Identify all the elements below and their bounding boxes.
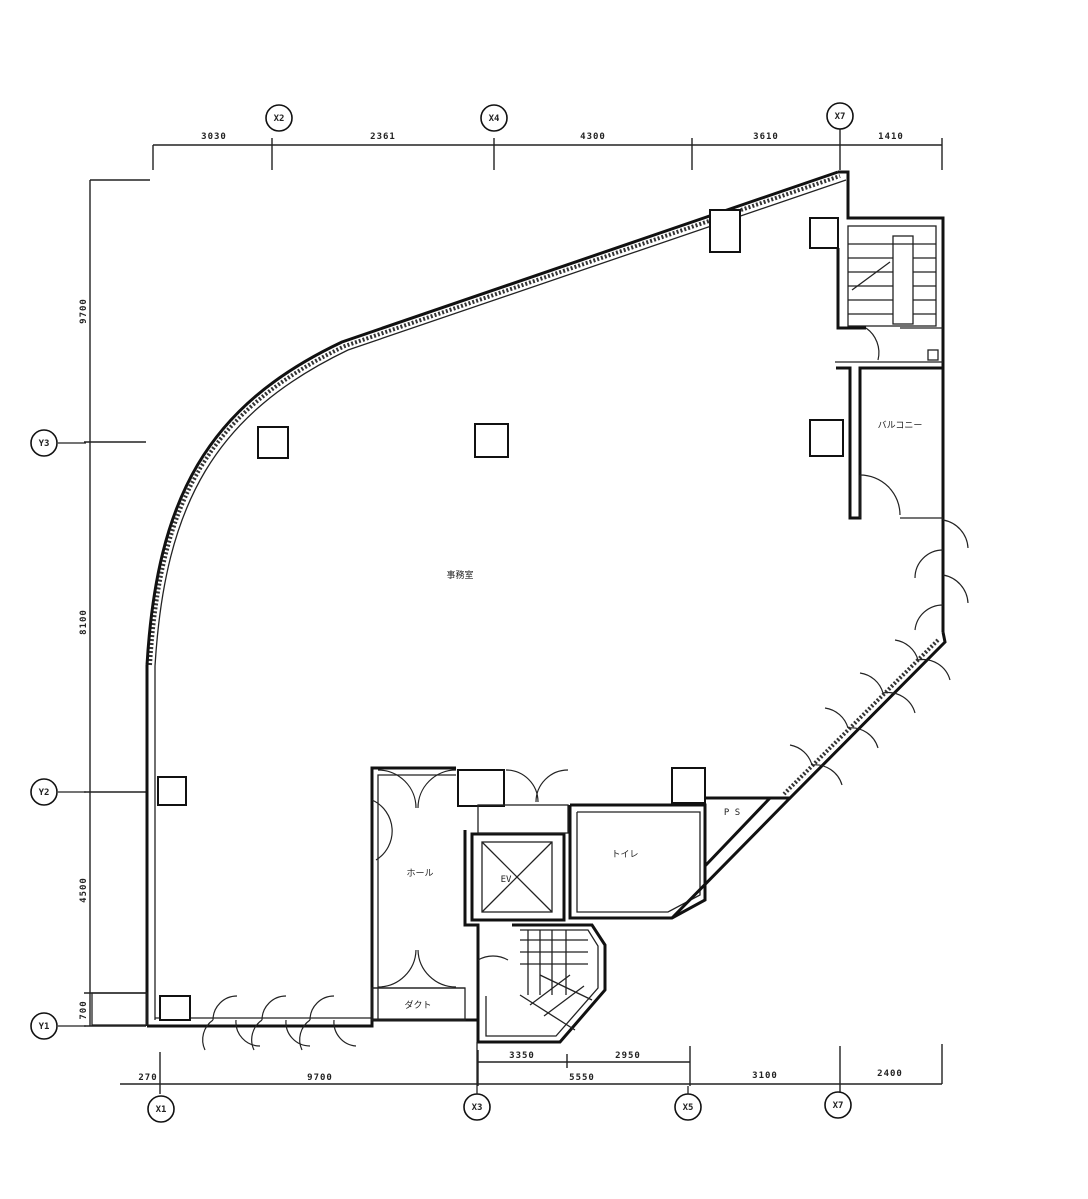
svg-text:Y1: Y1 [39, 1022, 50, 1032]
grid-bubble-x5-bot: X5 [674, 1093, 702, 1121]
dim-top-4: 3610 [753, 132, 779, 142]
svg-text:Y3: Y3 [39, 439, 50, 449]
shaft-label: ダクト [404, 999, 431, 1011]
south-stair [476, 923, 607, 1044]
office-label: 事務室 [446, 569, 473, 581]
dim-bottom-3: 5550 [569, 1073, 595, 1083]
svg-text:X1: X1 [156, 1105, 167, 1115]
balcony-label: バルコニー [878, 420, 923, 431]
dim-bottom-1: 270 [138, 1073, 157, 1083]
east-doors [914, 519, 969, 631]
dim-left-4: 700 [79, 1000, 89, 1019]
bottom-dimension-upper: 3350 2950 [477, 1046, 691, 1086]
columns [157, 209, 844, 1021]
core: ホール ダクト EV トイレ P S [370, 766, 792, 1021]
south-doors [202, 995, 357, 1051]
dim-bottom-2: 9700 [307, 1073, 333, 1083]
left-dimension-line: 9700 8100 4500 700 [79, 179, 150, 1027]
balcony: バルコニー [836, 366, 943, 520]
ne-stair [835, 225, 943, 363]
dim-top-5: 1410 [878, 132, 904, 142]
dim-left-3: 4500 [79, 877, 89, 903]
se-facade-doors [789, 639, 951, 786]
ps-label: P S [724, 808, 740, 818]
dim-bottom-upper-1: 3350 [509, 1051, 535, 1061]
grid-bubble-x1-bot: X1 [147, 1095, 175, 1123]
grid-leaders [58, 442, 689, 1094]
toilet-label: トイレ [611, 850, 638, 860]
dim-bottom-upper-2: 2950 [615, 1051, 641, 1061]
dim-left-1: 9700 [79, 298, 89, 324]
dim-bottom-5: 2400 [877, 1069, 903, 1079]
grid-bubble-x3-bot: X3 [463, 1093, 491, 1121]
svg-text:X7: X7 [833, 1101, 844, 1111]
grid-bubble-x7-bot: X7 [824, 1091, 852, 1119]
svg-text:X2: X2 [274, 114, 285, 124]
svg-text:X7: X7 [835, 112, 846, 122]
bottom-dimension-lower: 270 9700 5550 3100 2400 [120, 1044, 943, 1094]
svg-text:X5: X5 [683, 1103, 694, 1113]
dim-bottom-4: 3100 [752, 1071, 778, 1081]
ev-label: EV [501, 875, 512, 885]
hall-label: ホール [406, 868, 433, 879]
dim-top-1: 3030 [201, 132, 227, 142]
exterior-walls [91, 170, 947, 1028]
grid-bubble-x4-top: X4 [480, 104, 508, 132]
svg-text:X4: X4 [489, 114, 500, 124]
dim-left-2: 8100 [79, 609, 89, 635]
dim-top-3: 4300 [580, 132, 606, 142]
grid-bubble-y3: Y3 [30, 429, 58, 457]
grid-bubble-x2-top: X2 [265, 104, 293, 132]
dim-top-2: 2361 [370, 132, 396, 142]
grid-bubble-y2: Y2 [30, 778, 58, 806]
grid-bubble-y1: Y1 [30, 1012, 58, 1040]
svg-text:X3: X3 [472, 1103, 483, 1113]
svg-text:Y2: Y2 [39, 788, 50, 798]
grid-bubble-x7-top: X7 [826, 102, 854, 130]
